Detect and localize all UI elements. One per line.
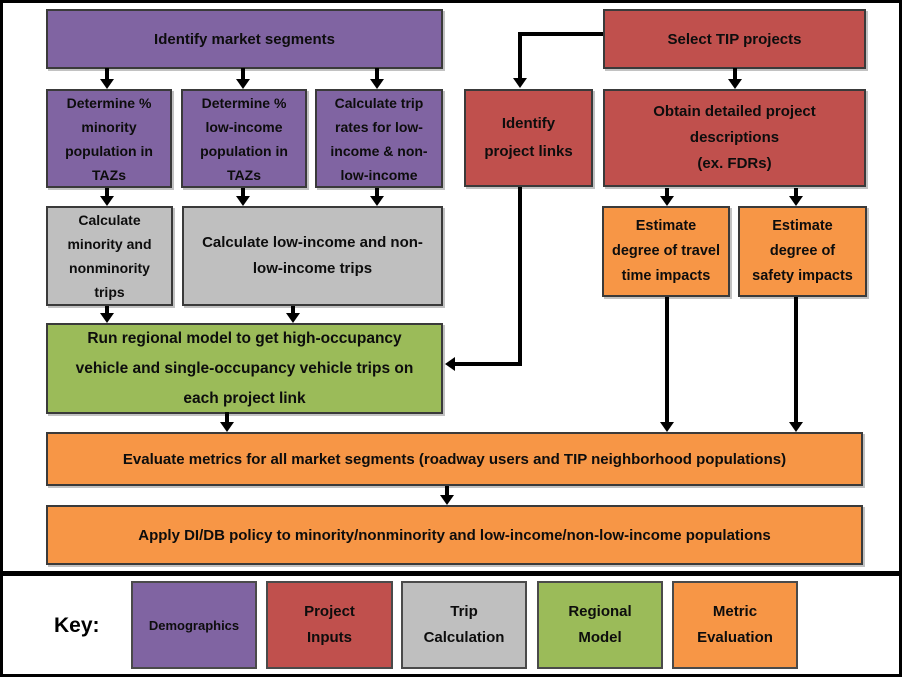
arrow-travel-time-to-evaluate (660, 297, 674, 432)
arrow-minority-to-calc (100, 188, 114, 206)
box-calculate-trip-rates: Calculate trip rates for low- income & n… (315, 89, 443, 188)
key-label: Key: (54, 614, 100, 637)
box-determine-minority-population: Determine % minority population in TAZs (46, 89, 172, 188)
arrow-links-to-model-horizontal (455, 362, 522, 366)
box-obtain-project-descriptions: Obtain detailed project descriptions (ex… (603, 89, 866, 187)
arrow-low-income-to-calc (236, 188, 250, 206)
key-separator-line (0, 571, 902, 576)
key-item-regional-model: Regional Model (537, 581, 663, 669)
box-apply-didb-policy: Apply DI/DB policy to minority/nonminori… (46, 505, 863, 565)
arrow-market-to-low-income (236, 68, 250, 89)
arrow-tip-to-links-horizontal (518, 32, 603, 36)
arrow-evaluate-to-apply (440, 486, 454, 505)
arrow-market-to-minority (100, 68, 114, 89)
box-identify-market-segments: Identify market segments (46, 9, 443, 69)
box-select-tip-projects: Select TIP projects (603, 9, 866, 69)
box-calculate-low-income-trips: Calculate low-income and non- low-income… (182, 206, 443, 306)
arrow-minority-trips-to-model (100, 306, 114, 323)
arrow-market-to-trip-rates (370, 68, 384, 89)
arrow-trip-rates-to-calc (370, 188, 384, 206)
box-determine-low-income-population: Determine % low-income population in TAZ… (181, 89, 307, 188)
key-item-project-inputs: Project Inputs (266, 581, 393, 669)
box-estimate-safety-impacts: Estimate degree of safety impacts (738, 206, 867, 297)
arrow-links-to-model-head (445, 357, 455, 371)
arrow-descriptions-to-safety (789, 188, 803, 206)
arrow-links-to-model-vertical (518, 187, 522, 366)
arrow-safety-to-evaluate (789, 297, 803, 432)
arrow-descriptions-to-travel-time (660, 188, 674, 206)
box-evaluate-metrics: Evaluate metrics for all market segments… (46, 432, 863, 486)
box-calculate-minority-trips: Calculate minority and nonminority trips (46, 206, 173, 306)
key-item-metric-evaluation: Metric Evaluation (672, 581, 798, 669)
arrow-tip-to-links-vertical (518, 32, 522, 78)
key-item-demographics: Demographics (131, 581, 257, 669)
box-estimate-travel-time-impacts: Estimate degree of travel time impacts (602, 206, 730, 297)
arrow-tip-to-links-head (513, 78, 527, 88)
arrow-low-income-trips-to-model (286, 306, 300, 323)
arrow-tip-to-descriptions (728, 68, 742, 89)
key-item-trip-calculation: Trip Calculation (401, 581, 527, 669)
arrow-model-to-evaluate (220, 412, 234, 432)
box-run-regional-model: Run regional model to get high-occupancy… (46, 323, 443, 414)
box-identify-project-links: Identify project links (464, 89, 593, 187)
